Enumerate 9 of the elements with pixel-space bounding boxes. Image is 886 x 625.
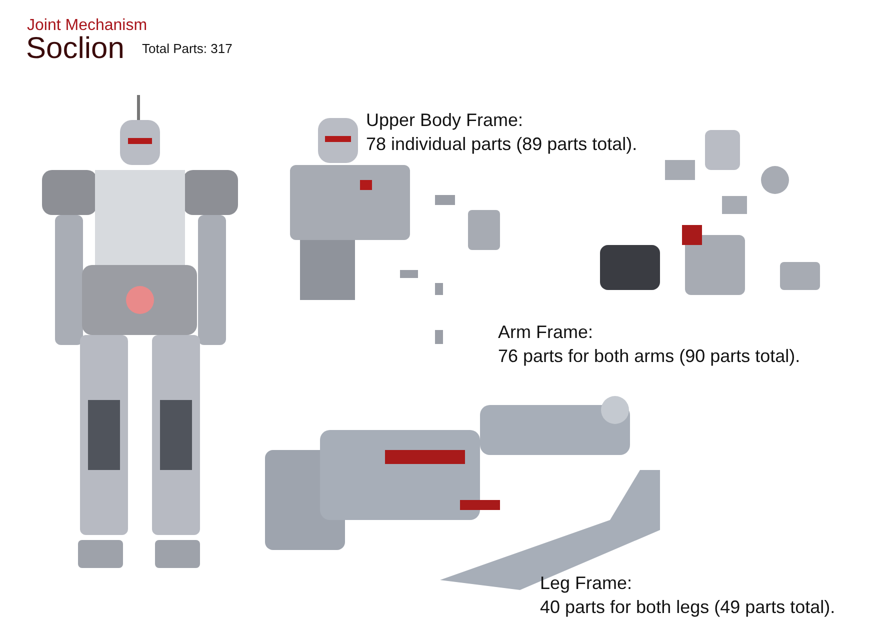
section-heading: Arm Frame: xyxy=(498,322,594,343)
section-heading: Upper Body Frame: xyxy=(366,110,524,131)
total-parts-label: Total Parts: 317 xyxy=(142,41,232,56)
title: Soclion xyxy=(26,32,124,66)
part-count-label: 40 parts for both legs (49 parts total). xyxy=(540,597,836,618)
supertitle: Joint Mechanism xyxy=(27,17,148,35)
section-heading: Leg Frame: xyxy=(540,573,632,594)
part-count-label: 78 individual parts (89 parts total). xyxy=(366,134,638,155)
part-count-label: 76 parts for both arms (90 parts total). xyxy=(498,346,800,367)
